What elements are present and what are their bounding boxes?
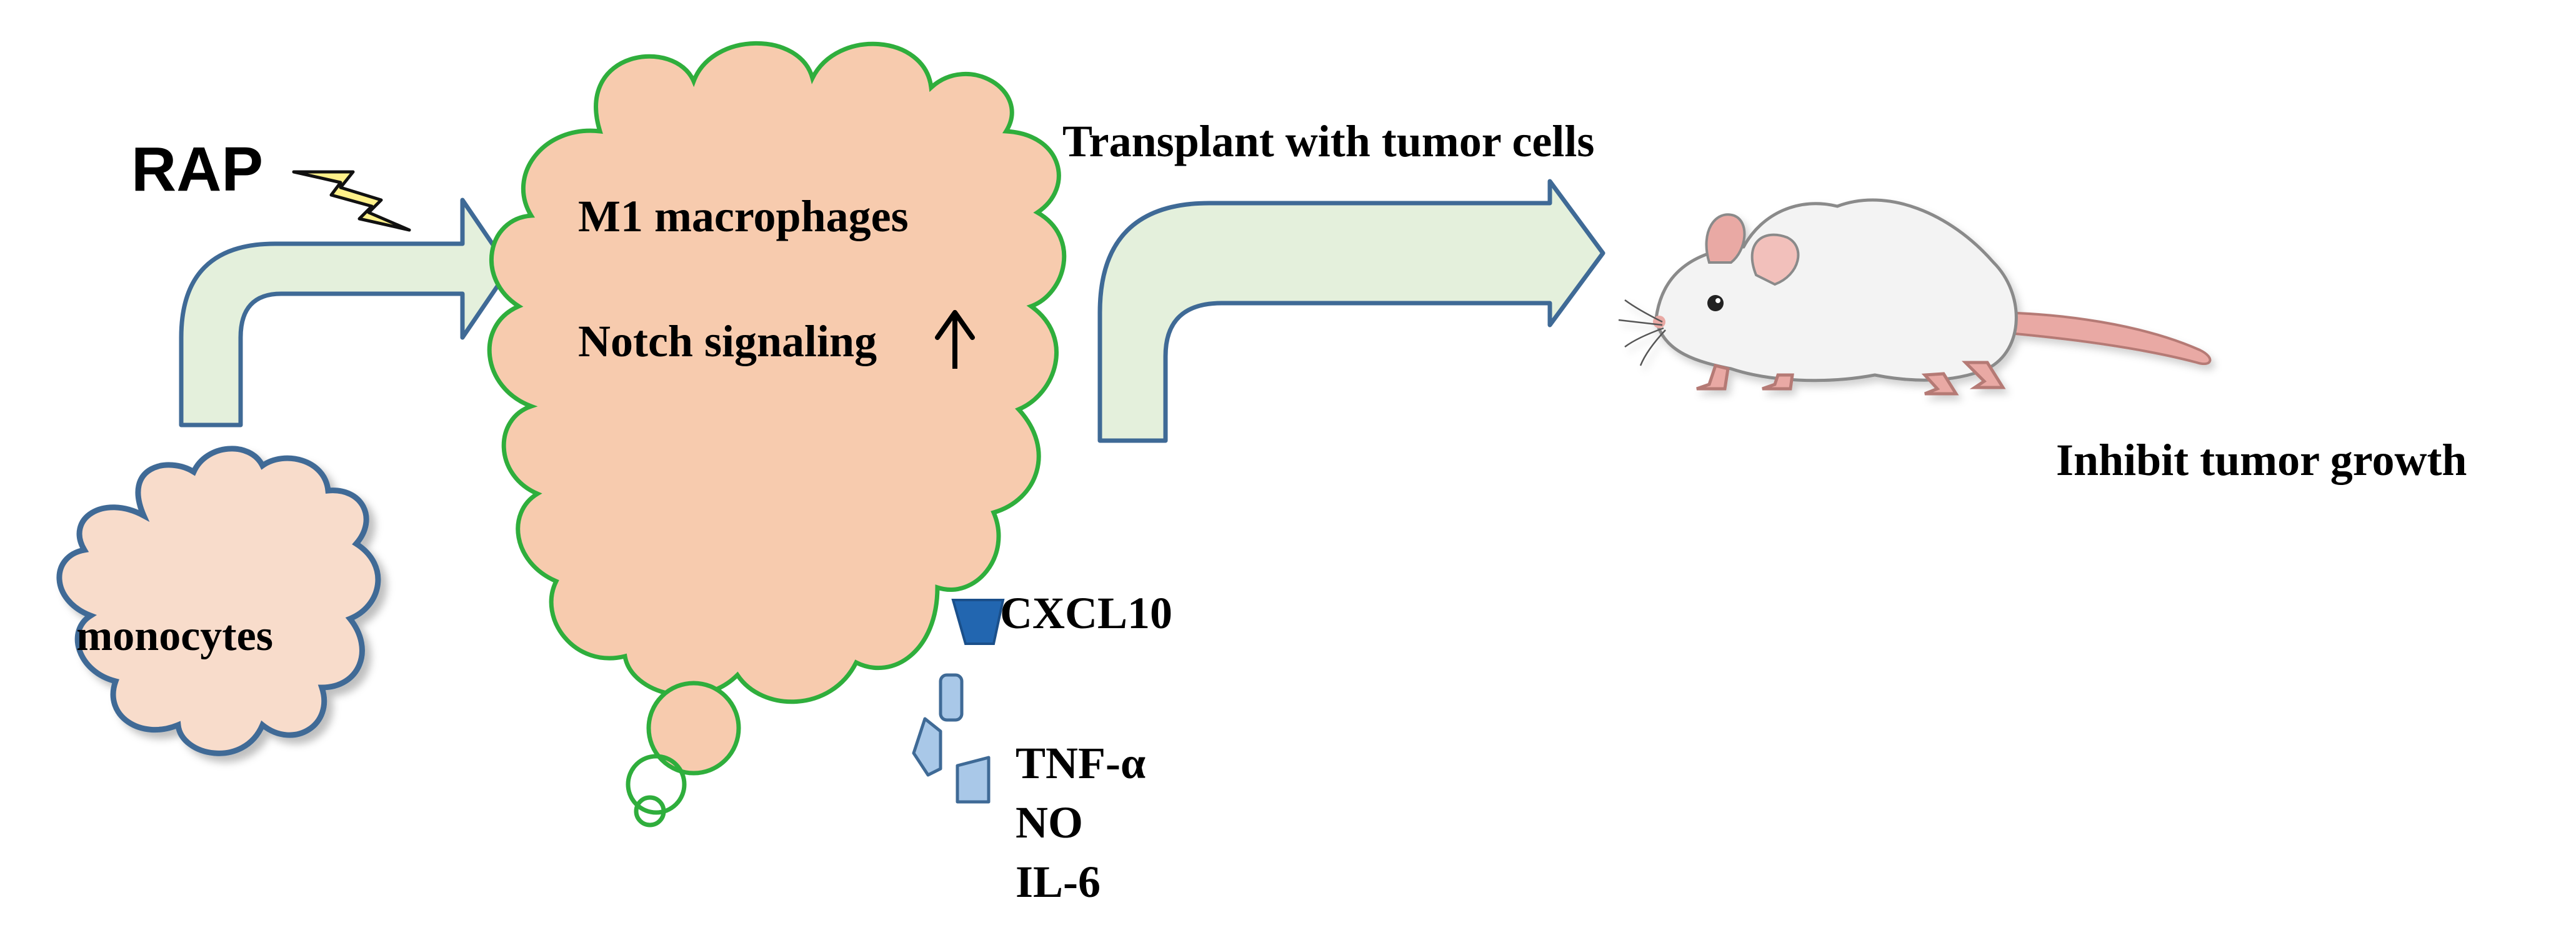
mouse-tail xyxy=(1986,311,2212,366)
mouse-ear-back xyxy=(1705,213,1746,264)
inhibit-label: Inhibit tumor growth xyxy=(2056,435,2467,485)
up-arrow-icon xyxy=(935,310,975,369)
cytokine-shape xyxy=(939,673,964,722)
tnf-alpha-label: TNF-α xyxy=(1016,738,1146,788)
macrophage-cloud xyxy=(487,41,1067,828)
transplant-arrow xyxy=(1097,179,1605,443)
cytokine-shapes xyxy=(912,673,991,804)
differentiation-arrow xyxy=(179,198,512,428)
mouse-eye xyxy=(1707,295,1724,311)
monocytes-cloud xyxy=(56,446,381,756)
il6-label: IL-6 xyxy=(1016,857,1101,907)
m1-macrophages-label: M1 macrophages xyxy=(578,191,909,241)
mouse-body xyxy=(1654,198,2018,382)
mouse-whiskers xyxy=(1618,299,1666,366)
transplant-label: Transplant with tumor cells xyxy=(1062,116,1594,166)
lightning-bolt-icon xyxy=(292,170,411,232)
cxcl10-label: CXCL10 xyxy=(1000,588,1172,638)
notch-signaling-label: Notch signaling xyxy=(578,316,877,366)
rap-label: RAP xyxy=(131,134,263,204)
cytokine-shape xyxy=(956,756,991,804)
no-label: NO xyxy=(1016,798,1083,848)
monocytes-label: monocytes xyxy=(76,612,273,660)
cytokine-shape xyxy=(912,717,942,777)
mouse-illustration xyxy=(1618,198,2212,396)
mouse-legs xyxy=(1696,361,2006,396)
cxcl10-marker xyxy=(951,599,1005,645)
mouse-ear-front xyxy=(1750,233,1800,286)
